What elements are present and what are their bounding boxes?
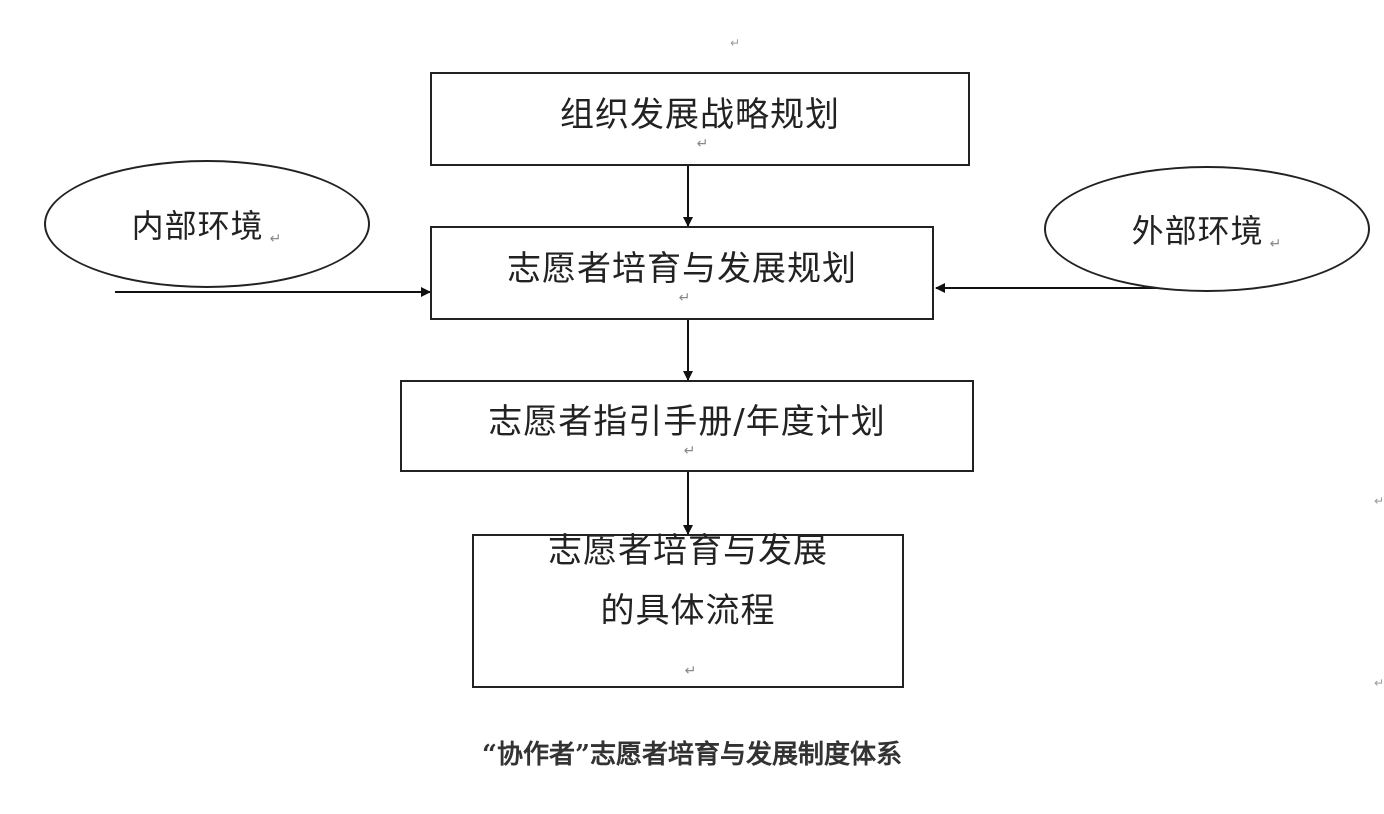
paragraph-mark: ↵ <box>269 231 283 247</box>
external-environment-ellipse: 外部环境 ↵ <box>1044 166 1370 292</box>
figure-caption: “协作者”志愿者培育与发展制度体系 <box>482 740 902 770</box>
paragraph-mark: ↵ <box>1269 236 1283 252</box>
development-plan-label: 志愿者培育与发展规划 <box>507 248 857 289</box>
internal-environment-ellipse: 内部环境 ↵ <box>44 160 370 288</box>
internal-environment-label: 内部环境 <box>131 207 264 245</box>
paragraph-mark-right-1: ↵ <box>1374 494 1384 508</box>
process-box: 志愿者培育与发展 的具体流程 ↵ <box>472 531 904 688</box>
paragraph-mark-right-2: ↵ <box>1374 676 1384 690</box>
paragraph-mark: ↵ <box>678 289 692 306</box>
paragraph-mark: ↵ <box>684 663 698 679</box>
external-environment-label: 外部环境 <box>1131 212 1264 250</box>
paragraph-mark: ↵ <box>696 135 710 152</box>
strategy-label: 组织发展战略规划 <box>560 94 840 135</box>
handbook-box: 志愿者指引手册/年度计划↵ <box>400 380 974 472</box>
paragraph-mark: ↵ <box>683 442 697 459</box>
process-label-line2: 的具体流程 <box>600 591 776 631</box>
strategy-box: 组织发展战略规划↵ <box>430 72 970 166</box>
handbook-label: 志愿者指引手册/年度计划 <box>488 401 886 442</box>
process-label-line1: 志愿者培育与发展 <box>548 531 828 571</box>
paragraph-mark-top: ↵ <box>730 36 741 50</box>
development-plan-box: 志愿者培育与发展规划↵ <box>430 226 934 320</box>
